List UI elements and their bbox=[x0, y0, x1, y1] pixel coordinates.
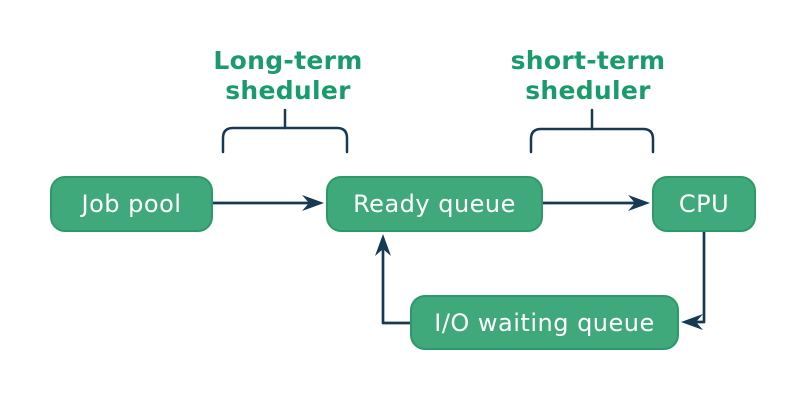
arrow-ready-queue-to-cpu bbox=[543, 195, 650, 211]
label-long-term-line1: Long-term bbox=[213, 46, 363, 75]
label-long-term-scheduler: Long-term sheduler bbox=[188, 46, 388, 106]
label-long-term-line2: sheduler bbox=[225, 76, 351, 105]
node-io-waiting-queue-label: I/O waiting queue bbox=[434, 308, 655, 337]
node-io-waiting-queue: I/O waiting queue bbox=[410, 295, 679, 350]
node-ready-queue-label: Ready queue bbox=[353, 190, 516, 218]
node-job-pool: Job pool bbox=[50, 176, 213, 232]
arrow-job-pool-to-ready-queue bbox=[213, 195, 324, 211]
node-cpu: CPU bbox=[652, 176, 756, 232]
node-job-pool-label: Job pool bbox=[81, 190, 182, 218]
arrow-io-waiting-queue-to-ready-queue bbox=[375, 234, 410, 325]
bracket-long-term bbox=[221, 108, 349, 154]
label-short-term-line1: short-term bbox=[510, 46, 666, 75]
node-ready-queue: Ready queue bbox=[326, 176, 543, 232]
arrow-cpu-to-io-waiting-queue bbox=[681, 232, 706, 330]
bracket-short-term bbox=[529, 108, 655, 154]
label-short-term-scheduler: short-term sheduler bbox=[488, 46, 688, 106]
node-cpu-label: CPU bbox=[678, 190, 730, 218]
label-short-term-line2: sheduler bbox=[525, 76, 651, 105]
